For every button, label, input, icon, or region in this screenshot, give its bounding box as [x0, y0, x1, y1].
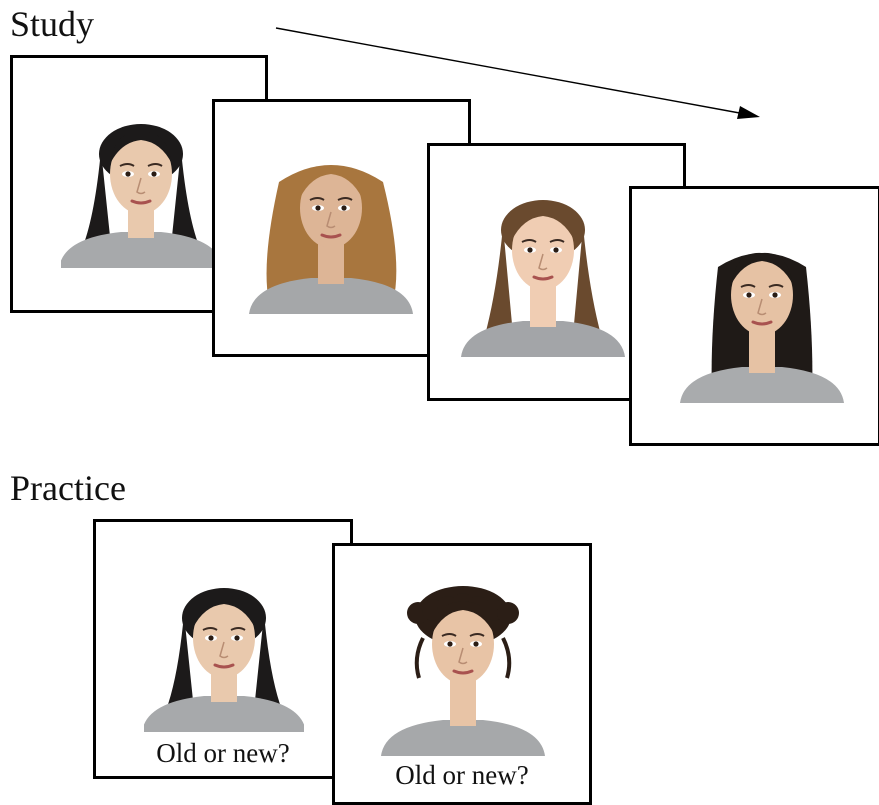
- face-photo: [249, 165, 413, 314]
- study-label: Study: [10, 4, 95, 44]
- practice-label: Practice: [10, 468, 126, 508]
- sequence-arrow: [275, 27, 760, 119]
- face-photo: [461, 200, 625, 357]
- practice-card-1: Old or new?: [93, 519, 353, 779]
- study-card-4: [629, 186, 879, 446]
- old-or-new-prompt: Old or new?: [395, 760, 529, 790]
- face-photo: [381, 586, 545, 756]
- face-photo: [680, 252, 844, 403]
- old-or-new-prompt: Old or new?: [156, 738, 290, 768]
- face-photo: [61, 124, 221, 268]
- face-photo: [144, 588, 304, 732]
- practice-card-2: Old or new?: [332, 543, 592, 805]
